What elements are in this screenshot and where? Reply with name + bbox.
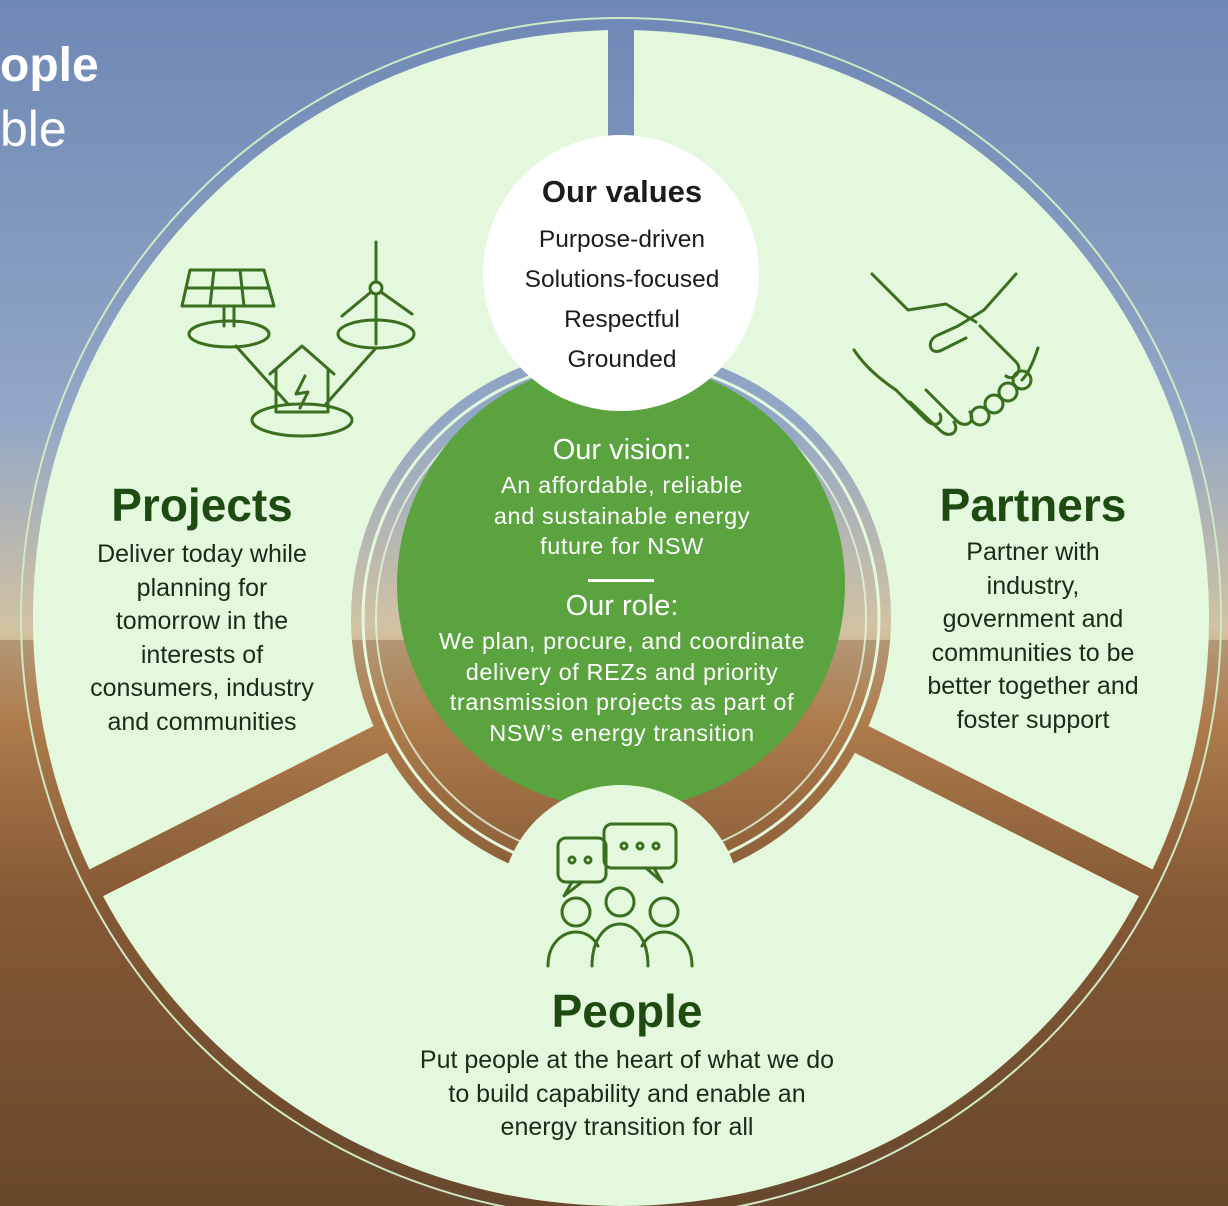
people-line: Put people at the heart of what we do xyxy=(419,1046,835,1074)
value-item: Respectful xyxy=(564,306,680,333)
vision-line: future for NSW xyxy=(540,533,704,559)
projects-line: planning for xyxy=(136,573,268,602)
partners-line: Partner with xyxy=(966,538,1100,566)
partners-line: better together and xyxy=(927,672,1139,700)
vision-role-divider xyxy=(588,579,654,582)
partners-line: government and xyxy=(942,605,1124,633)
vision-text: An affordable, reliable and sustainable … xyxy=(400,470,844,562)
value-item: Purpose-driven xyxy=(538,226,706,253)
people-bump xyxy=(501,785,741,1025)
values-list: Purpose-driven Solutions-focused Respect… xyxy=(480,220,764,380)
partners-title: Partners xyxy=(939,479,1127,531)
values-title: Our values xyxy=(541,174,703,209)
role-line: transmission projects as part of xyxy=(449,689,795,715)
people-line: energy transition for all xyxy=(500,1113,754,1141)
projects-line: tomorrow in the xyxy=(115,607,289,635)
role-line: NSW’s energy transition xyxy=(489,719,755,746)
vision-line: An affordable, reliable xyxy=(501,472,743,498)
partners-line: foster support xyxy=(956,705,1110,734)
page-title-fragment: ople xyxy=(0,39,99,92)
role-text: We plan, procure, and coordinate deliver… xyxy=(400,626,844,748)
projects-line: consumers, industry xyxy=(90,674,314,702)
values-circle xyxy=(483,135,759,411)
projects-title: Projects xyxy=(111,479,293,531)
projects-line: and communities xyxy=(107,707,297,736)
handshake-icon xyxy=(852,272,1040,436)
role-line: delivery of REZs and priority xyxy=(465,658,779,685)
page-subtitle-fragment: ble xyxy=(0,101,67,157)
projects-line: interests of xyxy=(140,640,264,669)
projects-line: Deliver today while xyxy=(97,540,307,568)
people-title: People xyxy=(551,985,703,1037)
partners-text: Partner with industry, government and co… xyxy=(892,536,1174,737)
projects-text: Deliver today while planning for tomorro… xyxy=(62,538,342,739)
vision-title: Our vision: xyxy=(552,434,692,466)
value-item: Solutions-focused xyxy=(524,266,720,293)
role-title: Our role: xyxy=(565,590,679,622)
partners-line: communities to be xyxy=(931,638,1135,667)
vision-line: and sustainable energy xyxy=(493,502,751,529)
people-chat-icon xyxy=(546,822,694,968)
role-line: We plan, procure, and coordinate xyxy=(438,628,806,654)
people-text: Put people at the heart of what we do to… xyxy=(370,1044,884,1145)
vision-circle xyxy=(397,361,845,809)
people-line: to build capability and enable an xyxy=(448,1079,806,1108)
partners-line: industry, xyxy=(986,571,1080,600)
value-item: Grounded xyxy=(567,346,677,373)
renewable-energy-icon xyxy=(180,240,416,438)
